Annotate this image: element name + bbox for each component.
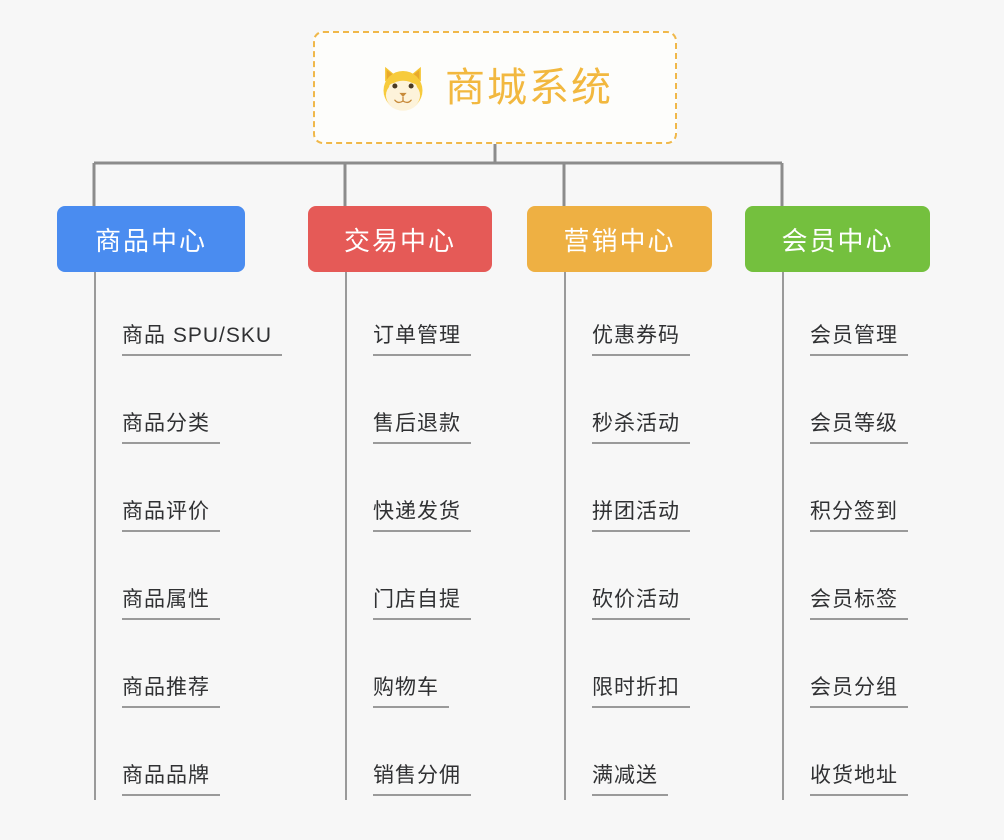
leaf-item-label: 积分签到 xyxy=(810,500,908,532)
leaf-item[interactable]: 商品品牌 xyxy=(94,712,220,800)
leaf-item[interactable]: 限时折扣 xyxy=(564,624,690,712)
leaf-item-label: 秒杀活动 xyxy=(592,412,690,444)
leaf-item-label: 会员等级 xyxy=(810,412,908,444)
leaf-item-label: 商品品牌 xyxy=(122,764,220,796)
leaf-item-label: 销售分佣 xyxy=(373,764,471,796)
category-label: 商品中心 xyxy=(94,225,207,256)
leaf-item[interactable]: 优惠券码 xyxy=(564,272,690,360)
leaf-item-label: 限时折扣 xyxy=(592,676,690,708)
category-box-2[interactable]: 交易中心 xyxy=(308,206,492,272)
category-label: 会员中心 xyxy=(781,225,894,256)
leaf-item[interactable]: 购物车 xyxy=(345,624,449,712)
column-spine xyxy=(345,272,347,800)
leaf-item-label: 商品推荐 xyxy=(122,676,220,708)
leaf-item[interactable]: 会员标签 xyxy=(782,536,908,624)
root-title: 商城系统 xyxy=(445,65,613,110)
category-label: 交易中心 xyxy=(343,225,456,256)
leaf-item[interactable]: 商品属性 xyxy=(94,536,220,624)
category-box-3[interactable]: 营销中心 xyxy=(527,206,712,272)
leaf-item[interactable]: 满减送 xyxy=(564,712,668,800)
leaf-item-label: 会员标签 xyxy=(810,588,908,620)
leaf-item-label: 售后退款 xyxy=(373,412,471,444)
category-box-1[interactable]: 商品中心 xyxy=(57,206,245,272)
leaf-item[interactable]: 拼团活动 xyxy=(564,448,690,536)
leaf-item[interactable]: 会员管理 xyxy=(782,272,908,360)
leaf-item[interactable]: 订单管理 xyxy=(345,272,471,360)
leaf-item-label: 拼团活动 xyxy=(592,500,690,532)
column-spine xyxy=(782,272,784,800)
category-box-4[interactable]: 会员中心 xyxy=(745,206,930,272)
leaf-item[interactable]: 砍价活动 xyxy=(564,536,690,624)
leaf-item-label: 商品 SPU/SKU xyxy=(122,324,283,356)
leaf-item-label: 快递发货 xyxy=(373,500,471,532)
leaf-item-label: 满减送 xyxy=(592,764,668,796)
leaf-item[interactable]: 商品推荐 xyxy=(94,624,220,712)
leaf-item-label: 订单管理 xyxy=(373,324,471,356)
column-spine xyxy=(94,272,96,800)
leaf-item[interactable]: 门店自提 xyxy=(345,536,471,624)
leaf-item-label: 商品评价 xyxy=(122,500,220,532)
leaf-item[interactable]: 快递发货 xyxy=(345,448,471,536)
leaf-item-label: 门店自提 xyxy=(373,588,471,620)
leaf-item[interactable]: 售后退款 xyxy=(345,360,471,448)
leaf-item[interactable]: 收货地址 xyxy=(782,712,908,800)
leaf-item-label: 优惠券码 xyxy=(592,324,690,356)
leaf-item-label: 商品分类 xyxy=(122,412,220,444)
leaf-item[interactable]: 积分签到 xyxy=(782,448,908,536)
category-label: 营销中心 xyxy=(563,225,676,256)
leaf-item[interactable]: 商品 SPU/SKU xyxy=(94,272,283,360)
leaf-item-label: 会员管理 xyxy=(810,324,908,356)
root-node[interactable]: 商城系统 xyxy=(313,31,677,144)
leaf-item-label: 会员分组 xyxy=(810,676,908,708)
leaf-item-label: 商品属性 xyxy=(122,588,220,620)
column-spine xyxy=(564,272,566,800)
leaf-item-label: 购物车 xyxy=(373,676,449,708)
leaf-item-label: 收货地址 xyxy=(810,764,908,796)
leaf-item[interactable]: 会员分组 xyxy=(782,624,908,712)
leaf-item-label: 砍价活动 xyxy=(592,588,690,620)
root-node-content: 商城系统 xyxy=(377,62,613,114)
leaf-item[interactable]: 销售分佣 xyxy=(345,712,471,800)
leaf-item[interactable]: 商品分类 xyxy=(94,360,220,448)
shiba-dog-face-icon xyxy=(383,66,423,111)
leaf-item[interactable]: 商品评价 xyxy=(94,448,220,536)
leaf-item[interactable]: 会员等级 xyxy=(782,360,908,448)
leaf-item[interactable]: 秒杀活动 xyxy=(564,360,690,448)
